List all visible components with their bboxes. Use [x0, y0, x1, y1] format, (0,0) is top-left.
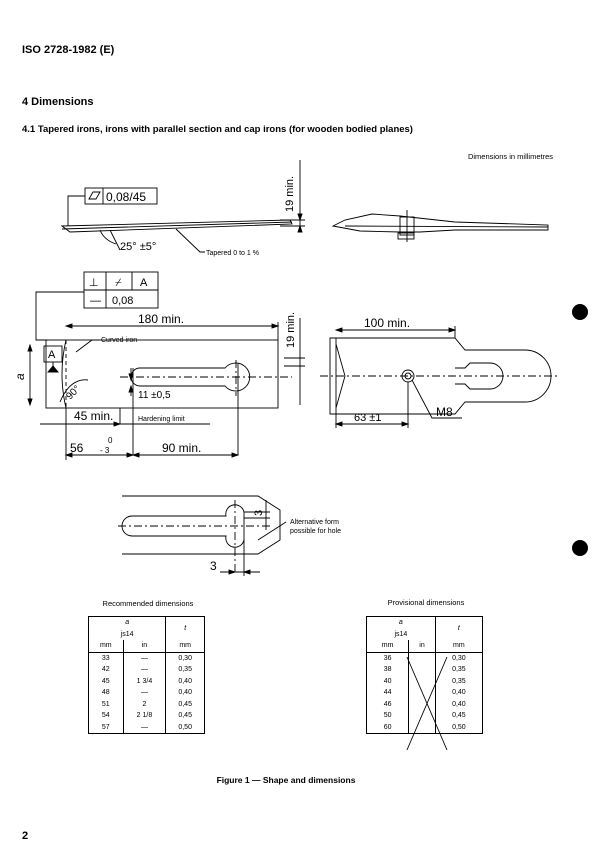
standard-id: ISO 2728-1982 (E)	[22, 44, 115, 56]
rec-head-t: t	[165, 616, 205, 640]
table-row: 33—0,30	[88, 652, 205, 664]
right-angle-label: 90°	[64, 384, 82, 402]
subsection-title: 4.1 Tapered irons, irons with parallel s…	[22, 124, 413, 135]
alt-dim-b: 3	[210, 559, 217, 573]
prov-unit-in: in	[408, 640, 436, 653]
cap-position-dim: 63 ±1	[354, 412, 381, 424]
prov-unit-mm: mm	[365, 640, 410, 653]
margin-dot-bottom	[572, 540, 588, 556]
prov-head-a: a	[366, 616, 436, 629]
thickness-dim: 19 min.	[284, 176, 296, 212]
screw-label: M8	[436, 405, 453, 419]
datum-symbol-a: A	[140, 277, 148, 289]
margin-dot-top	[572, 304, 588, 320]
length-dim: 180 min.	[138, 312, 184, 326]
straightness-tolerance: 0,08	[112, 295, 133, 307]
angle-label: 25° ±5°	[120, 241, 156, 253]
rec-unit-in: in	[122, 640, 167, 653]
datum-a-label: A	[48, 349, 56, 361]
table-row: 48—0,40	[88, 687, 205, 699]
units-note: Dimensions in millimetres	[467, 152, 553, 161]
section-title: 4 Dimensions	[22, 96, 94, 108]
table-row: 42—0,35	[88, 664, 205, 676]
alt-dim-a: 3	[253, 510, 265, 516]
datum-symbol-perp: ⊥	[89, 277, 99, 289]
prov-tolerance: js14	[366, 628, 436, 640]
alt-note-line1: Alternative form	[290, 519, 339, 526]
datum-symbol-runout: ⌿	[115, 277, 122, 289]
prov-head-t: t	[434, 616, 484, 640]
slot-position-tol-lower: - 3	[100, 446, 110, 455]
rec-tolerance: js14	[87, 628, 167, 640]
taper-note: Tapered 0 to 1 %	[206, 250, 259, 257]
hardening-limit-label: Hardening limit	[138, 416, 185, 423]
slot-width-dim: 11 ±0,5	[138, 390, 171, 401]
recommended-table-title: Recommended dimensions	[102, 599, 194, 608]
page-number: 2	[22, 830, 29, 842]
cap-length-dim: 100 min.	[364, 316, 410, 330]
alt-note-line2: possible for hole	[290, 528, 341, 535]
slot-position-tol-upper: 0	[108, 436, 113, 445]
slot-length-dim: 90 min.	[162, 441, 201, 455]
prov-unit-mm2: mm	[434, 640, 484, 653]
rec-unit-mm: mm	[88, 640, 124, 653]
flatness-tolerance: 0,08/45	[106, 190, 146, 204]
hardening-dim: 45 min.	[74, 409, 113, 423]
table-row: 57—0,50	[88, 721, 205, 734]
rec-head-a: a	[87, 616, 167, 629]
rec-unit-mm2: mm	[165, 640, 205, 653]
slot-position-dim: 56	[70, 441, 84, 455]
curved-iron-label: Curved iron	[101, 337, 137, 344]
provisional-table-title: Provisional dimensions	[387, 598, 465, 607]
thickness-dim-2: 19 min.	[285, 312, 297, 348]
svg-text:—: —	[90, 295, 101, 307]
figure-caption: Figure 1 — Shape and dimensions	[216, 775, 356, 785]
width-symbol: a	[13, 373, 27, 380]
